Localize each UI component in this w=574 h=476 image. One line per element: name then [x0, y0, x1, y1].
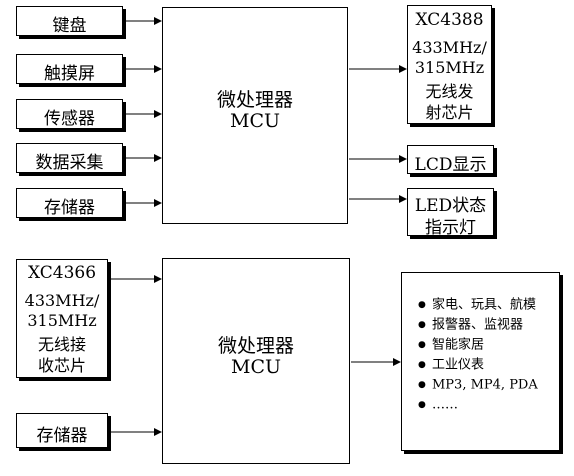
mcu-subtitle-bottom: MCU [230, 356, 281, 378]
list-item: ●家电、玩具、航模 [418, 295, 538, 315]
keyboard-label: 键盘 [52, 16, 87, 36]
rf-receiver-freq2: 315MHz [27, 311, 97, 330]
list-item: ●MP3, MP4, PDA [418, 375, 538, 395]
lcd-display-box: LCD显示 [407, 145, 494, 175]
led-indicator-line1: LED状态 [414, 196, 487, 216]
mcu-box-top: 微处理器 MCU [162, 7, 348, 224]
rf-transmitter-box: XC4388 433MHz/ 315MHz 无线发 射芯片 [407, 5, 492, 124]
led-indicator-line2: 指示灯 [425, 218, 476, 238]
bullet-icon: ● [418, 380, 426, 390]
bullet-icon: ● [418, 400, 426, 410]
list-item: ●…… [418, 395, 538, 415]
touchscreen-label: 触摸屏 [44, 64, 95, 84]
mcu-title-bottom: 微处理器 [217, 335, 294, 357]
rf-receiver-desc2: 收芯片 [37, 356, 86, 375]
mcu-box-bottom: 微处理器 MCU [162, 258, 350, 464]
mcu-subtitle-top: MCU [229, 110, 280, 132]
data-acquisition-label: 数据采集 [35, 153, 104, 173]
bullet-icon: ● [418, 340, 426, 350]
bullet-icon: ● [418, 320, 426, 330]
touchscreen-box: 触摸屏 [16, 54, 123, 84]
storage-label-top: 存储器 [44, 198, 95, 218]
list-item: ●报警器、监视器 [418, 315, 538, 335]
rf-receiver-model: XC4366 [27, 263, 97, 283]
rf-receiver-box: XC4366 433MHz/ 315MHz 无线接 收芯片 [16, 259, 108, 378]
storage-box-top: 存储器 [16, 188, 123, 218]
storage-label-bottom: 存储器 [36, 426, 88, 446]
list-item: ●工业仪表 [418, 355, 538, 375]
sensor-label: 传感器 [44, 109, 95, 129]
bullet-icon: ● [418, 360, 426, 370]
bullet-icon: ● [418, 300, 426, 310]
list-item: ●智能家居 [418, 335, 538, 355]
lcd-display-label: LCD显示 [414, 155, 487, 175]
applications-box: ●家电、玩具、航模 ●报警器、监视器 ●智能家居 ●工业仪表 ●MP3, MP4… [401, 272, 560, 451]
rf-receiver-freq1: 433MHz/ [24, 291, 100, 310]
applications-list: ●家电、玩具、航模 ●报警器、监视器 ●智能家居 ●工业仪表 ●MP3, MP4… [418, 295, 538, 415]
rf-transmitter-desc2: 射芯片 [425, 103, 474, 122]
rf-transmitter-desc1: 无线发 [425, 82, 474, 101]
led-indicator-box: LED状态 指示灯 [407, 188, 494, 238]
sensor-box: 传感器 [16, 99, 123, 129]
rf-transmitter-freq2: 315MHz [414, 58, 485, 77]
rf-receiver-desc1: 无线接 [37, 335, 86, 354]
data-acquisition-box: 数据采集 [16, 143, 123, 173]
rf-transmitter-model: XC4388 [415, 10, 484, 30]
storage-box-bottom: 存储器 [16, 413, 108, 448]
rf-transmitter-freq1: 433MHz/ [412, 38, 487, 57]
mcu-title-top: 微处理器 [216, 89, 293, 111]
keyboard-box: 键盘 [16, 6, 123, 36]
